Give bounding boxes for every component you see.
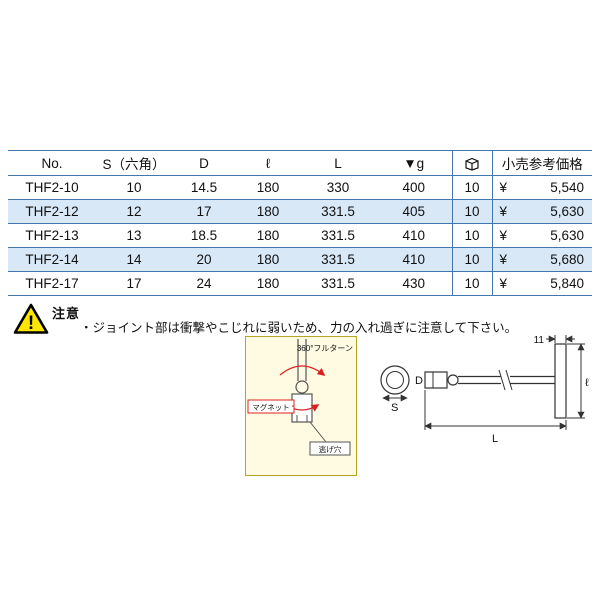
table-row: THF2-14 14 20 180 331.5 410 10 ¥ 5,680 — [8, 247, 592, 272]
price-currency: ¥ — [499, 228, 508, 243]
dimension-drawing: D S 11 ℓ L — [355, 330, 595, 452]
cell-box-qty: 10 — [451, 175, 492, 200]
joint-detail-drawing: 360°フルターン マグネット 逃げ穴 — [247, 339, 353, 456]
cell-price: ¥ 5,630 — [491, 199, 592, 224]
header-weight: ▼g — [376, 150, 452, 176]
price-value: 5,840 — [550, 276, 584, 291]
price-currency: ¥ — [499, 252, 508, 267]
escape-hole-label: 逃げ穴 — [319, 444, 342, 454]
cell-no: THF2-13 — [8, 223, 96, 248]
cell-box-qty: 10 — [451, 247, 492, 272]
cell-ell: 180 — [236, 247, 300, 272]
dim-11-label: 11 — [534, 335, 545, 346]
price-currency: ¥ — [499, 204, 508, 219]
cell-price: ¥ 5,630 — [491, 223, 592, 248]
cell-weight: 400 — [376, 175, 452, 200]
magnet-label: マグネット — [252, 402, 290, 412]
cell-weight: 405 — [376, 199, 452, 224]
cell-d: 24 — [172, 271, 236, 296]
rotation-arrow — [279, 365, 326, 376]
cell-no: THF2-12 — [8, 199, 96, 224]
price-value: 5,630 — [550, 204, 584, 219]
cell-length: 331.5 — [300, 271, 376, 296]
cell-d: 17 — [172, 199, 236, 224]
dim-d-label: D — [415, 375, 423, 387]
socket-side-view — [424, 371, 448, 389]
joint-detail-inset: 360°フルターン マグネット 逃げ穴 — [245, 336, 357, 476]
table-row: THF2-12 12 17 180 331.5 405 10 ¥ 5,630 — [8, 199, 592, 224]
ball-joint — [295, 380, 309, 394]
cell-price: ¥ 5,840 — [491, 271, 592, 296]
warning-icon: ! — [13, 303, 49, 334]
header-no: No. — [8, 150, 96, 176]
full-turn-label: 360°フルターン — [297, 344, 353, 353]
cell-d: 20 — [172, 247, 236, 272]
cell-hex: 13 — [96, 223, 172, 248]
dim-l-label: L — [492, 433, 498, 445]
header-d: D — [172, 150, 236, 176]
cell-hex: 10 — [96, 175, 172, 200]
table-row: THF2-13 13 18.5 180 331.5 410 10 ¥ 5,630 — [8, 223, 592, 248]
warning-exclamation: ! — [28, 313, 34, 334]
dim-s-label: S — [391, 402, 398, 414]
cell-ell: 180 — [236, 271, 300, 296]
universal-joint — [447, 374, 459, 386]
cell-ell: 180 — [236, 175, 300, 200]
cell-ell: 180 — [236, 199, 300, 224]
cell-no: THF2-17 — [8, 271, 96, 296]
cell-length: 330 — [300, 175, 376, 200]
cell-length: 331.5 — [300, 223, 376, 248]
cell-no: THF2-10 — [8, 175, 96, 200]
spec-table: No. S（六角） D ℓ L ▼g 小売参考価格 THF2-10 10 14.… — [8, 150, 592, 296]
table-row: THF2-17 17 24 180 331.5 430 10 ¥ 5,840 — [8, 271, 592, 296]
cell-box-qty: 10 — [451, 199, 492, 224]
table-row: THF2-10 10 14.5 180 330 400 10 ¥ 5,540 — [8, 175, 592, 200]
header-box-qty — [451, 150, 492, 176]
t-handle-bar — [554, 343, 567, 419]
cell-hex: 14 — [96, 247, 172, 272]
cell-box-qty: 10 — [451, 223, 492, 248]
cell-length: 331.5 — [300, 199, 376, 224]
socket-body — [291, 393, 313, 423]
price-value: 5,540 — [550, 180, 584, 195]
price-currency: ¥ — [499, 276, 508, 291]
box-icon — [465, 157, 479, 171]
price-value: 5,630 — [550, 228, 584, 243]
cell-hex: 12 — [96, 199, 172, 224]
cell-length: 331.5 — [300, 247, 376, 272]
cell-weight: 410 — [376, 223, 452, 248]
header-hex: S（六角） — [96, 150, 172, 176]
caution-note: ・ジョイント部は衝撃やこじれに弱いため、力の入れ過ぎに注意して下さい。 — [80, 321, 518, 335]
cell-d: 14.5 — [172, 175, 236, 200]
dim-ell-label: ℓ — [585, 377, 589, 389]
header-price: 小売参考価格 — [491, 150, 592, 176]
cell-box-qty: 10 — [451, 271, 492, 296]
cell-price: ¥ 5,540 — [491, 175, 592, 200]
cell-no: THF2-14 — [8, 247, 96, 272]
header-ell: ℓ — [236, 150, 300, 176]
price-currency: ¥ — [499, 180, 508, 195]
cell-hex: 17 — [96, 271, 172, 296]
price-value: 5,680 — [550, 252, 584, 267]
table-header-row: No. S（六角） D ℓ L ▼g 小売参考価格 — [8, 150, 592, 176]
cell-weight: 430 — [376, 271, 452, 296]
cell-ell: 180 — [236, 223, 300, 248]
header-length: L — [300, 150, 376, 176]
caution-label: 注意 — [52, 306, 81, 321]
socket-end-view — [380, 365, 410, 395]
cell-weight: 410 — [376, 247, 452, 272]
cell-d: 18.5 — [172, 223, 236, 248]
cell-price: ¥ 5,680 — [491, 247, 592, 272]
